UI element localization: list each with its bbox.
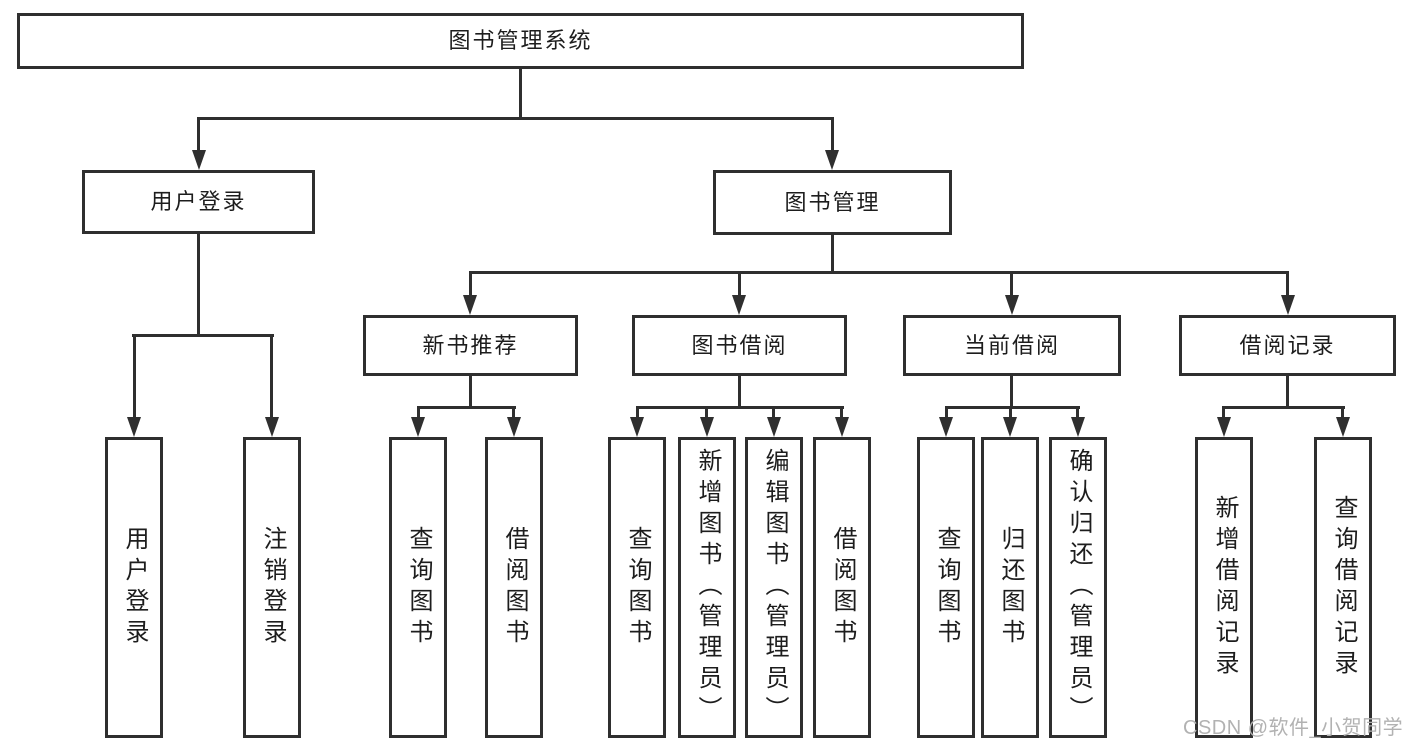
leaf-query-borrow-record: 查询借阅记录 (1314, 437, 1372, 738)
node-new-book-recommend: 新书推荐 (363, 315, 578, 376)
connector-line (772, 406, 775, 419)
connector-line (270, 334, 273, 419)
connector-line (1010, 376, 1013, 409)
leaf-label: 借阅图书 (829, 525, 856, 650)
connector-line (197, 117, 834, 120)
connector-line (417, 406, 516, 409)
connector-line (1009, 406, 1012, 419)
arrow-down-icon (1071, 417, 1085, 437)
connector-line (519, 69, 522, 119)
arrow-down-icon (732, 295, 746, 315)
node-current-borrowing: 当前借阅 (903, 315, 1121, 376)
connector-line (945, 406, 948, 419)
connector-line (1010, 271, 1013, 297)
node-user-login: 用户登录 (82, 170, 315, 234)
arrow-down-icon (1217, 417, 1231, 437)
leaf-label: 新增借阅记录 (1211, 494, 1238, 681)
leaf-confirm-return-admin: 确认归还（管理员） (1049, 437, 1107, 738)
connector-line (831, 234, 834, 274)
leaf-query-books-current: 查询图书 (917, 437, 975, 738)
node-book-borrowing: 图书借阅 (632, 315, 847, 376)
arrow-down-icon (1281, 295, 1295, 315)
arrow-down-icon (700, 417, 714, 437)
leaf-label: 借阅图书 (501, 525, 528, 650)
arrow-down-icon (411, 417, 425, 437)
connector-line (133, 334, 136, 419)
connector-line (636, 406, 639, 419)
connector-line (417, 406, 420, 419)
leaf-return-books: 归还图书 (981, 437, 1039, 738)
connector-line (1222, 406, 1225, 419)
leaf-label: 确认归还（管理员） (1065, 448, 1092, 727)
leaf-edit-books-admin: 编辑图书（管理员） (745, 437, 803, 738)
node-library-management-system: 图书管理系统 (17, 13, 1024, 69)
leaf-borrow-books-recommend: 借阅图书 (485, 437, 543, 738)
leaf-label: 查询图书 (933, 525, 960, 650)
node-borrowing-records: 借阅记录 (1179, 315, 1396, 376)
connector-line (197, 234, 200, 336)
arrow-down-icon (767, 417, 781, 437)
arrow-down-icon (507, 417, 521, 437)
connector-line (738, 271, 741, 297)
arrow-down-icon (265, 417, 279, 437)
connector-line (1076, 406, 1079, 419)
arrow-down-icon (630, 417, 644, 437)
connector-line (469, 376, 472, 409)
leaf-add-borrow-record: 新增借阅记录 (1195, 437, 1253, 738)
leaf-borrow-books: 借阅图书 (813, 437, 871, 738)
arrow-down-icon (1005, 295, 1019, 315)
connector-line (1223, 406, 1345, 409)
csdn-watermark: CSDN @软件_小贺同学 (1183, 717, 1404, 739)
connector-line (738, 376, 741, 409)
node-book-management: 图书管理 (713, 170, 952, 235)
leaf-query-books: 查询图书 (608, 437, 666, 738)
leaf-label: 编辑图书（管理员） (761, 448, 788, 727)
arrow-down-icon (835, 417, 849, 437)
leaf-label: 查询借阅记录 (1330, 494, 1357, 681)
leaf-label: 查询图书 (405, 525, 432, 650)
leaf-label: 注销登录 (259, 525, 286, 650)
leaf-logout: 注销登录 (243, 437, 301, 738)
connector-line (469, 271, 472, 297)
connector-line (831, 117, 834, 152)
leaf-add-books-admin: 新增图书（管理员） (678, 437, 736, 738)
leaf-query-books-recommend: 查询图书 (389, 437, 447, 738)
connector-line (132, 334, 274, 337)
leaf-user-login: 用户登录 (105, 437, 163, 738)
arrow-down-icon (1003, 417, 1017, 437)
leaf-label: 新增图书（管理员） (694, 448, 721, 727)
arrow-down-icon (192, 150, 206, 170)
leaf-label: 用户登录 (121, 525, 148, 650)
arrow-down-icon (939, 417, 953, 437)
connector-line (512, 406, 515, 419)
arrow-down-icon (463, 295, 477, 315)
arrow-down-icon (127, 417, 141, 437)
connector-line (705, 406, 708, 419)
arrow-down-icon (825, 150, 839, 170)
leaf-label: 查询图书 (624, 525, 651, 650)
connector-line (1341, 406, 1344, 419)
connector-line (197, 117, 200, 152)
connector-line (469, 271, 1289, 274)
arrow-down-icon (1336, 417, 1350, 437)
connector-line (636, 406, 844, 409)
connector-line (1286, 376, 1289, 409)
connector-line (1286, 271, 1289, 297)
connector-line (840, 406, 843, 419)
leaf-label: 归还图书 (997, 525, 1024, 650)
connector-line (945, 406, 1080, 409)
